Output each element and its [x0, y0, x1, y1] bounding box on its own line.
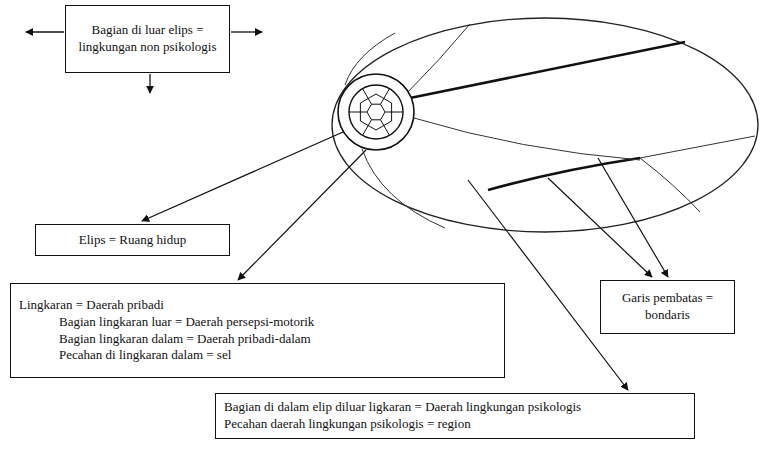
- direction-arrow: [231, 31, 262, 32]
- box-text: Lingkaran = Daerah pribadi: [19, 297, 496, 314]
- person-circle: [338, 74, 414, 150]
- boundary-line: [414, 118, 640, 160]
- callout-box: Bagian di luar elips = lingkungan non ps…: [65, 5, 230, 73]
- callout-box: Bagian di dalam elip diluar ligkaran = D…: [215, 393, 695, 439]
- leader-arrow: [238, 150, 366, 280]
- boundary-line: [362, 149, 445, 228]
- leader-arrow: [142, 132, 343, 221]
- leader-arrow: [548, 178, 652, 277]
- box-text: Elips = Ruang hidup: [44, 232, 221, 249]
- box-text: Pecahan daerah lingkungan psikologis = r…: [224, 416, 686, 433]
- boundary-line: [410, 42, 685, 98]
- cell-pattern: [367, 104, 385, 120]
- direction-arrow: [149, 74, 150, 93]
- callout-box: Lingkaran = Daerah pribadiBagian lingkar…: [10, 283, 505, 378]
- boundary-line: [488, 158, 640, 190]
- cell-pattern: [349, 89, 403, 136]
- box-text: Bagian lingkaran luar = Daerah persepsi-…: [19, 314, 496, 331]
- callout-box: Garis pembatas = bondaris: [600, 280, 735, 334]
- box-text: Garis pembatas = bondaris: [609, 290, 726, 324]
- box-text: Pecahan di lingkaran dalam = sel: [19, 347, 496, 364]
- inner-circle: [349, 85, 403, 139]
- box-text: Bagian di dalam elip diluar ligkaran = D…: [224, 399, 686, 416]
- life-space-ellipse: [332, 18, 758, 232]
- boundary-line: [640, 158, 700, 212]
- boundary-line: [640, 136, 755, 158]
- callout-box: Elips = Ruang hidup: [35, 224, 230, 256]
- leader-arrow: [598, 158, 668, 277]
- boundary-line: [405, 24, 470, 95]
- direction-arrow: [26, 31, 64, 32]
- box-text: Bagian lingkaran dalam = Daerah pribadi-…: [19, 331, 496, 348]
- box-text: Bagian di luar elips = lingkungan non ps…: [74, 22, 221, 56]
